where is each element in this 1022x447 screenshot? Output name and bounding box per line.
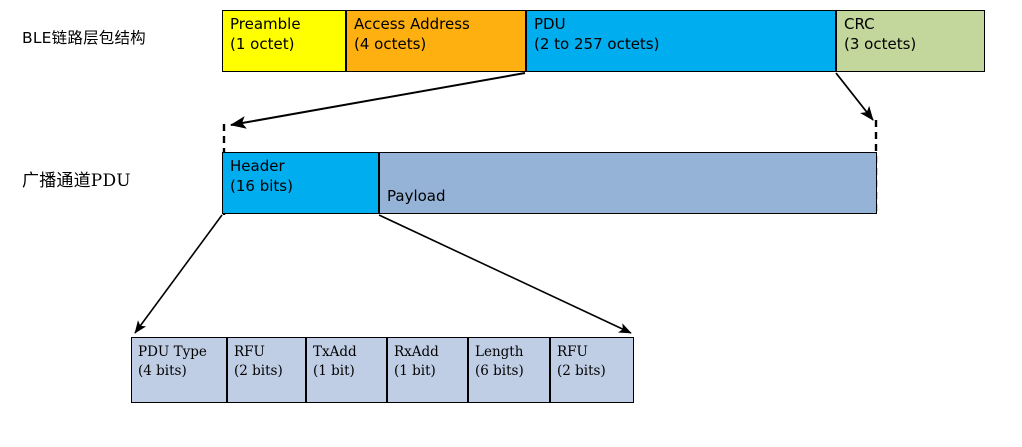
field-rfu-1-size: (2 bits) — [234, 363, 283, 380]
field-rxadd-name: RxAdd — [394, 344, 439, 360]
field-length: Length (6 bits) — [468, 337, 550, 403]
field-crc-name: CRC — [844, 15, 875, 33]
field-rxadd-size: (1 bit) — [394, 363, 436, 380]
field-crc-size: (3 octets) — [844, 34, 917, 53]
arrow-header-to-bits-right — [378, 214, 632, 334]
field-access-address-size: (4 octets) — [354, 34, 427, 53]
field-pdu-type-size: (4 bits) — [138, 363, 187, 380]
field-txadd-name: TxAdd — [313, 344, 357, 360]
field-preamble-size: (1 octet) — [230, 34, 295, 53]
arrow-pdu-to-advertising-pdu — [230, 72, 526, 129]
field-payload-name: Payload — [387, 187, 446, 206]
field-txadd-size: (1 bit) — [313, 363, 355, 380]
field-length-size: (6 bits) — [475, 363, 524, 380]
field-header-size: (16 bits) — [230, 176, 293, 195]
field-length-name: Length — [475, 344, 524, 360]
field-rfu-1: RFU (2 bits) — [227, 337, 306, 403]
field-pdu-type: PDU Type (4 bits) — [131, 337, 227, 403]
field-header: Header (16 bits) — [222, 152, 379, 214]
field-header-name: Header — [230, 157, 285, 175]
arrow-header-to-bits-left — [134, 214, 223, 334]
arrow-crc-to-advertising-pdu-end — [835, 72, 874, 121]
field-rxadd: RxAdd (1 bit) — [387, 337, 468, 403]
field-payload: Payload — [379, 152, 877, 214]
field-pdu-size: (2 to 257 octets) — [534, 34, 660, 53]
field-rfu-2-name: RFU — [557, 344, 588, 360]
field-txadd: TxAdd (1 bit) — [306, 337, 387, 403]
field-pdu: PDU (2 to 257 octets) — [526, 10, 836, 72]
advertising-pdu-row-label: 广播通道PDU — [22, 171, 131, 191]
field-crc: CRC (3 octets) — [836, 10, 985, 72]
field-pdu-type-name: PDU Type — [138, 344, 207, 360]
field-access-address: Access Address (4 octets) — [346, 10, 526, 72]
field-rfu-2-size: (2 bits) — [557, 363, 606, 380]
field-rfu-1-name: RFU — [234, 344, 265, 360]
field-access-address-name: Access Address — [354, 15, 470, 33]
link-layer-row-label: BLE链路层包结构 — [22, 29, 146, 47]
field-preamble-name: Preamble — [230, 15, 301, 33]
field-pdu-name: PDU — [534, 15, 566, 33]
field-preamble: Preamble (1 octet) — [222, 10, 346, 72]
field-rfu-2: RFU (2 bits) — [550, 337, 634, 403]
